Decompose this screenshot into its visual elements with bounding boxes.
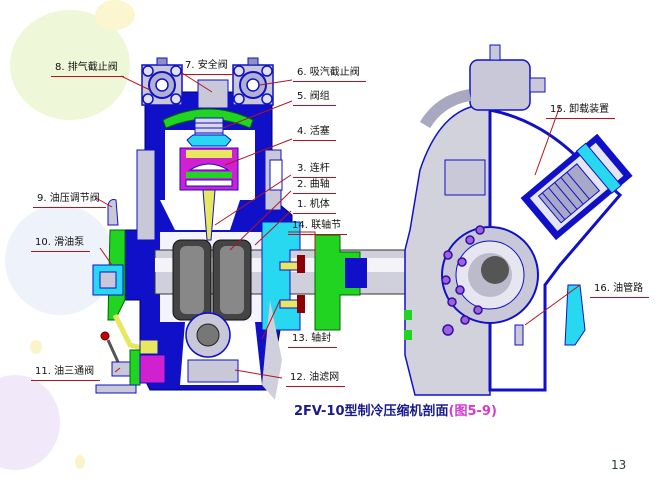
- label-underline: [293, 177, 336, 178]
- leader-lines: [95, 72, 581, 379]
- label-suction-stop-valve: 6. 吸汽截止阀: [293, 67, 366, 82]
- label-safety-valve: 7. 安全阀: [181, 60, 234, 75]
- label-oil-pipeline: 16. 油管路: [590, 283, 650, 298]
- label-underline: [293, 140, 336, 141]
- label-crankshaft: 2. 曲轴: [293, 179, 336, 194]
- label-underline: [293, 105, 336, 106]
- label-text: 9. 油压调节阀: [37, 193, 100, 204]
- label-text: 4. 活塞: [297, 126, 330, 137]
- label-text: 5. 阀组: [297, 91, 330, 102]
- label-text: 7. 安全阀: [185, 60, 228, 71]
- label-text: 14. 联轴节: [292, 220, 342, 231]
- caption-ref-open: (: [448, 404, 455, 419]
- label-coupling: 14. 联轴节: [288, 220, 348, 235]
- label-oil-pressure-regulating-valve: 9. 油压调节阀: [33, 193, 106, 208]
- label-underline: [293, 193, 336, 194]
- label-oil-three-way-valve: 11. 油三通阀: [31, 366, 101, 381]
- page-number: 13: [611, 458, 627, 472]
- label-discharge-stop-valve: 8. 排气截止阀: [51, 62, 124, 77]
- label-text: 1. 机体: [297, 199, 330, 210]
- label-lubricating-oil-pump: 10. 滑油泵: [31, 237, 91, 252]
- label-underline: [286, 386, 346, 387]
- label-text: 8. 排气截止阀: [55, 62, 118, 73]
- label-text: 15. 卸载装置: [550, 104, 610, 115]
- label-text: 3. 连杆: [297, 163, 330, 174]
- caption-figure-ref: 图5-9: [454, 404, 491, 419]
- label-underline: [590, 297, 650, 298]
- label-underline: [293, 81, 366, 82]
- label-text: 6. 吸汽截止阀: [297, 67, 360, 78]
- figure-caption: 2FV-10型制冷压缩机剖面(图5-9): [294, 400, 497, 419]
- caption-title: 2FV-10型制冷压缩机剖面: [294, 404, 449, 419]
- left-section-view: [92, 57, 456, 400]
- label-text: 12. 油滤网: [290, 372, 340, 383]
- label-underline: [33, 207, 106, 208]
- label-underline: [288, 234, 348, 235]
- right-section-view: [404, 44, 633, 396]
- label-connecting-rod: 3. 连杆: [293, 163, 336, 178]
- label-text: 11. 油三通阀: [35, 366, 95, 377]
- label-unloading-device: 15. 卸载装置: [546, 104, 616, 119]
- label-text: 13. 轴封: [292, 333, 332, 344]
- label-text: 2. 曲轴: [297, 179, 330, 190]
- label-machine-body: 1. 机体: [293, 199, 336, 214]
- label-underline: [31, 251, 91, 252]
- label-underline: [31, 380, 101, 381]
- label-underline: [546, 118, 616, 119]
- label-valve-group: 5. 阀组: [293, 91, 336, 106]
- label-underline: [181, 74, 234, 75]
- label-underline: [51, 76, 124, 77]
- caption-ref-close: ): [490, 404, 497, 419]
- suction-stop-valve: [232, 57, 274, 106]
- label-oil-filter: 12. 油滤网: [286, 372, 346, 387]
- label-piston: 4. 活塞: [293, 126, 336, 141]
- label-underline: [288, 347, 338, 348]
- label-text: 16. 油管路: [594, 283, 644, 294]
- label-underline: [293, 213, 336, 214]
- label-shaft-seal: 13. 轴封: [288, 333, 338, 348]
- label-text: 10. 滑油泵: [35, 237, 85, 248]
- discharge-stop-valve: [141, 57, 183, 106]
